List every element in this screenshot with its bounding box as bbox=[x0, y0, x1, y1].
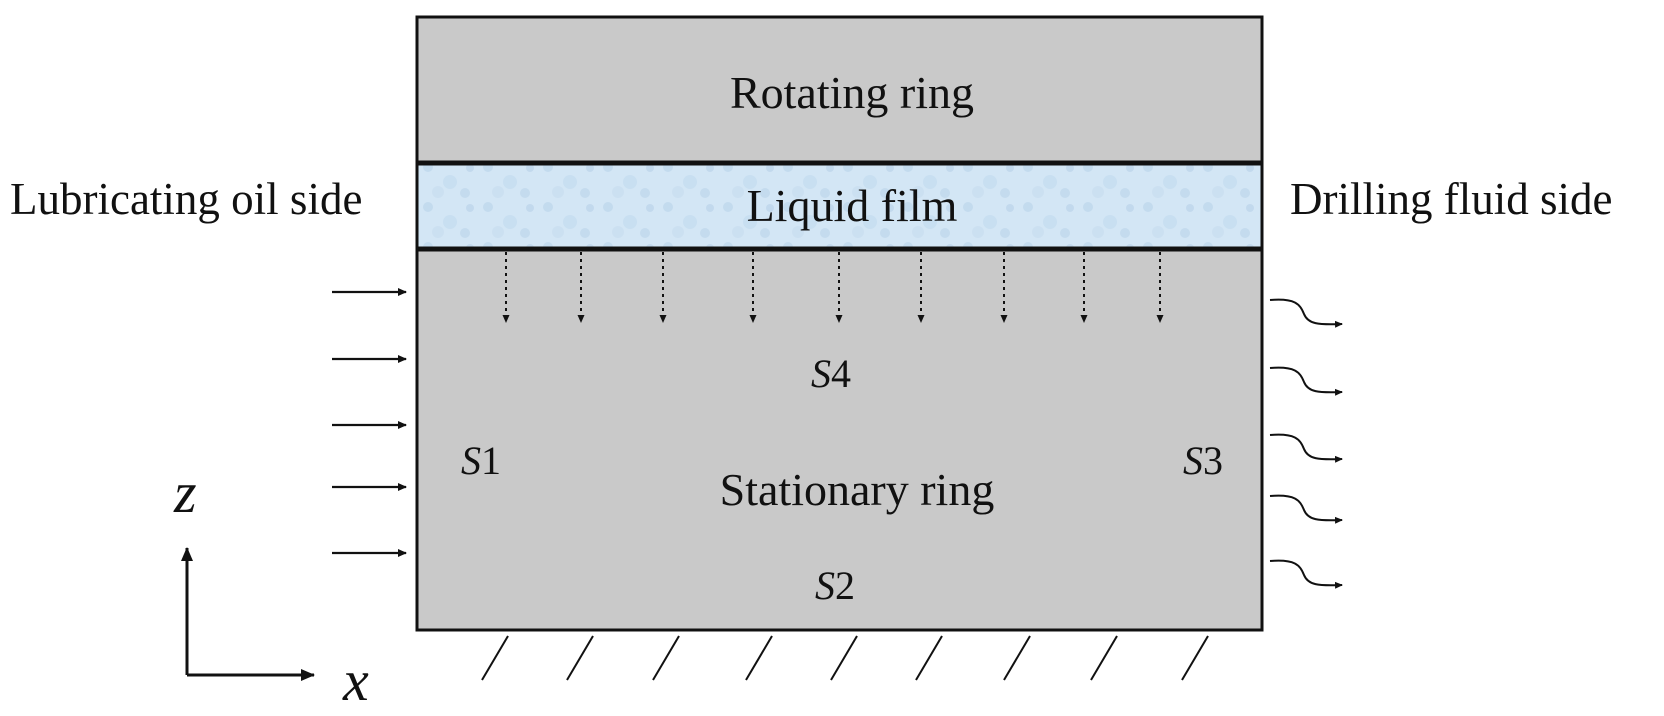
film-heat-arrows bbox=[502, 252, 1164, 323]
right-outflow-arrows bbox=[1269, 298, 1343, 589]
surface-label-s3: S3 bbox=[1183, 438, 1223, 483]
right-wavy-arrow bbox=[1269, 559, 1343, 589]
hatch-line bbox=[1181, 635, 1209, 681]
hatch-line bbox=[745, 635, 773, 681]
right-wavy-arrow bbox=[1269, 366, 1343, 396]
x-axis-label: x bbox=[342, 648, 369, 713]
right-wavy-arrow bbox=[1269, 494, 1343, 524]
hatch-line bbox=[1090, 635, 1118, 681]
liquid-film bbox=[415, 162, 1264, 250]
z-axis-label: z bbox=[173, 460, 197, 525]
stationary-ring bbox=[415, 248, 1264, 632]
hatch-line bbox=[566, 635, 594, 681]
stationary-ring-label: Stationary ring bbox=[720, 464, 995, 515]
right-wavy-arrow bbox=[1269, 433, 1343, 463]
rotating-ring-label: Rotating ring bbox=[730, 67, 974, 118]
left-inflow-arrows bbox=[332, 288, 407, 557]
left-side-label: Lubricating oil side bbox=[10, 174, 362, 224]
hatch-line bbox=[915, 635, 943, 681]
surface-label-s1: S1 bbox=[461, 438, 501, 483]
hatch-line bbox=[481, 635, 509, 681]
right-side-label: Drilling fluid side bbox=[1290, 174, 1612, 224]
surface-label-s2: S2 bbox=[815, 563, 855, 608]
liquid-film-label: Liquid film bbox=[747, 180, 958, 231]
hatch-line bbox=[1003, 635, 1031, 681]
hatch-line bbox=[652, 635, 680, 681]
right-wavy-arrow bbox=[1269, 298, 1343, 328]
surface-label-s4: S4 bbox=[811, 351, 851, 396]
hatch-line bbox=[830, 635, 858, 681]
coordinate-axes bbox=[181, 547, 315, 681]
rotating-ring bbox=[415, 15, 1264, 164]
fixed-support-hatch bbox=[481, 635, 1209, 681]
